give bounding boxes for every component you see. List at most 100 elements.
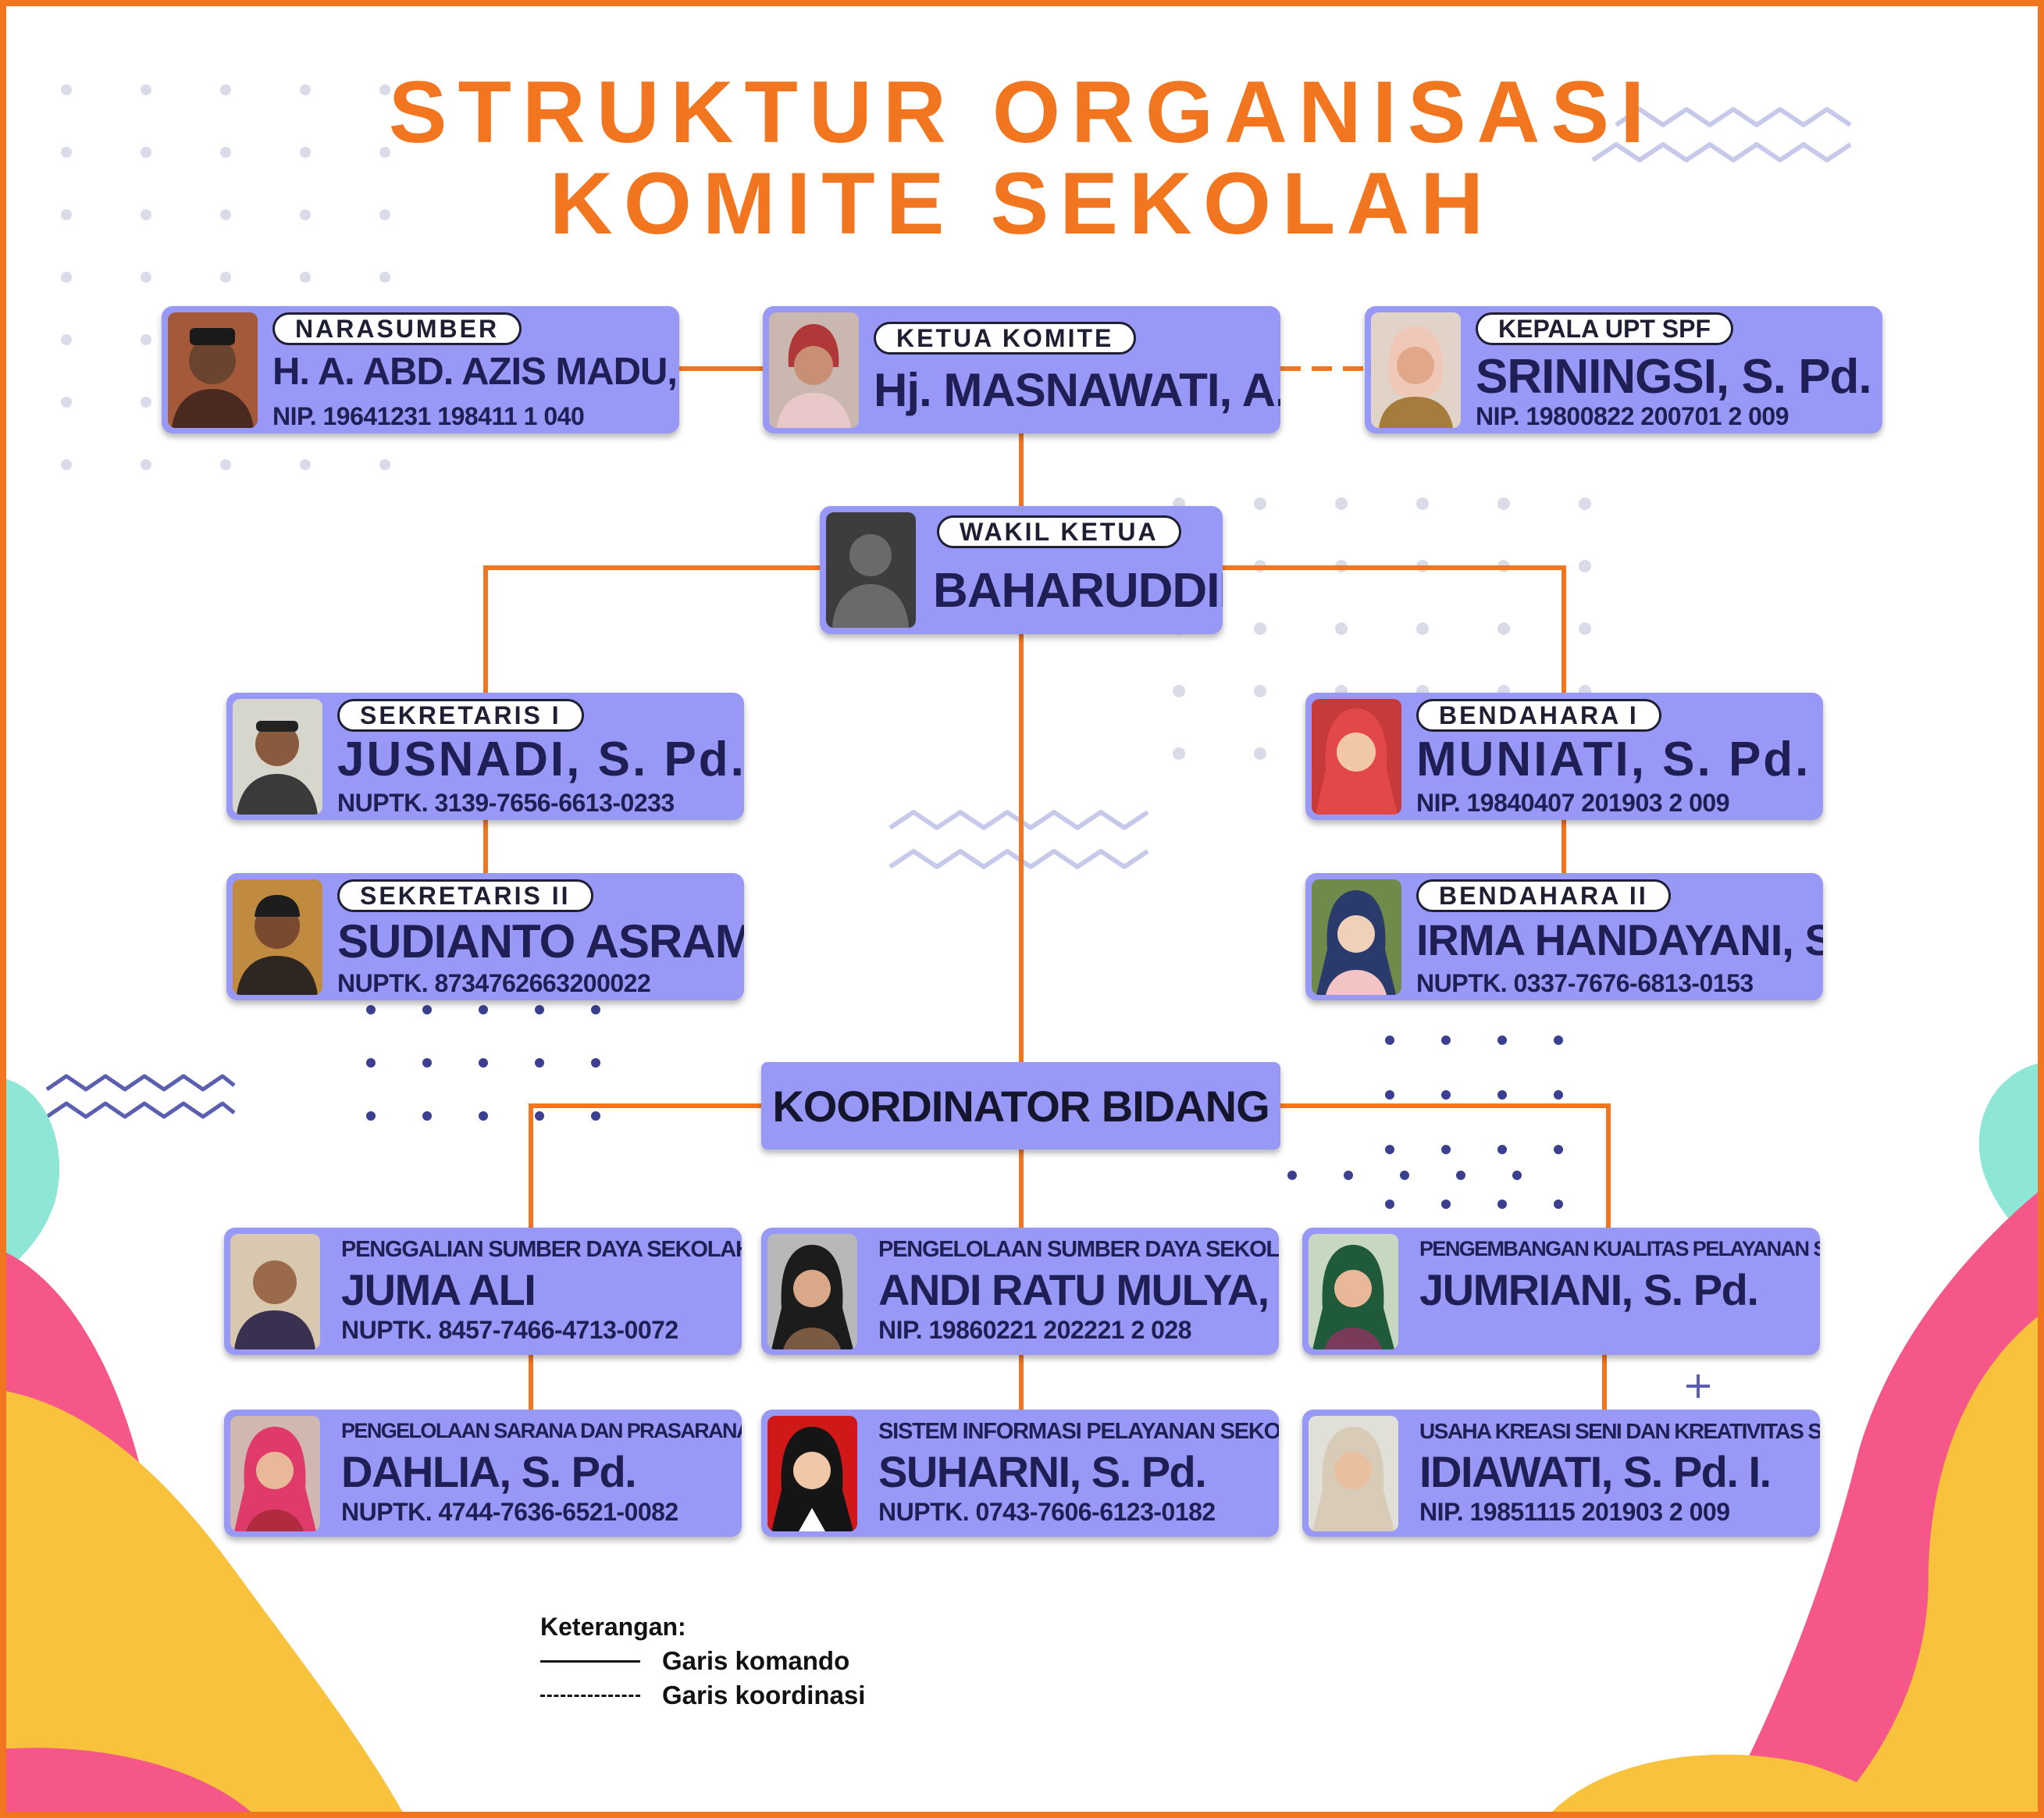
decor-dot: [366, 1005, 376, 1014]
decor-dot: [1441, 1145, 1451, 1154]
member-id: NUPTK. 3139-7656-6613-0233: [337, 789, 675, 817]
decor-dot: [141, 209, 151, 220]
decor-dot: [1385, 1036, 1394, 1045]
decor-dot: [379, 209, 390, 220]
decor-dot: [1497, 622, 1510, 635]
decor-dot: [141, 334, 151, 345]
page-title-line-2: KOMITE SEKOLAH: [549, 155, 1495, 252]
decor-dot: [220, 459, 231, 470]
decor-dot: [1497, 1036, 1507, 1045]
decor-dot: [379, 84, 390, 95]
legend-dashed-label: Garis koordinasi: [662, 1681, 866, 1709]
bidang-label: PENGGALIAN SUMBER DAYA SEKOLAH: [341, 1237, 742, 1262]
member-name: ANDI RATU MULYA, S. Pd.: [878, 1265, 1279, 1314]
decor-dot: [1385, 1200, 1394, 1209]
member-name: JUMRIANI, S. Pd.: [1419, 1265, 1759, 1314]
decor-dot: [220, 209, 231, 220]
decor-dot: [366, 1111, 376, 1121]
member-name: BAHARUDDIN: [933, 564, 1223, 618]
decor-dot: [535, 1058, 544, 1068]
member-name: IRMA HANDAYANI, S. Pd.: [1416, 915, 1823, 964]
sekretaris-2-card: SEKRETARIS II SUDIANTO ASRAM NUPTK. 8734…: [226, 873, 744, 1000]
role-badge: KETUA KOMITE: [874, 322, 1137, 355]
legend-solid-label: Garis komando: [662, 1646, 850, 1675]
decor-dot: [1416, 497, 1429, 510]
decor-dot: [422, 1111, 432, 1121]
bidang-card: PENGELOLAAN SUMBER DAYA SEKOLAH ANDI RAT…: [761, 1228, 1279, 1355]
decor-dot: [1554, 1200, 1563, 1209]
decor-dot: [1554, 1036, 1563, 1045]
decor-dot: [141, 397, 151, 408]
member-name: SRININGSI, S. Pd.: [1476, 350, 1872, 404]
role-badge: BENDAHARA I: [1416, 699, 1661, 732]
decor-dot: [1554, 1090, 1563, 1100]
koordinator-label: KOORDINATOR BIDANG: [772, 1081, 1269, 1131]
decor-dot: [1579, 497, 1591, 510]
member-name: SUDIANTO ASRAM: [337, 915, 744, 968]
role-badge: SEKRETARIS I: [337, 699, 584, 732]
role-badge: SEKRETARIS II: [337, 879, 593, 912]
decor-dot: [1416, 622, 1429, 635]
woman-hijab-photo: [767, 1234, 857, 1349]
decor-dot: [479, 1005, 488, 1014]
member-id: NIP. 19641231 198411 1 040: [272, 402, 585, 430]
decor-dot: [1385, 1145, 1394, 1154]
decor-dot: [220, 272, 231, 283]
member-name: IDIAWATI, S. Pd. I.: [1419, 1447, 1772, 1496]
legend: Keterangan: Garis komando Garis koordina…: [540, 1613, 865, 1710]
member-name: JUMA ALI: [341, 1265, 536, 1314]
legend-title: Keterangan:: [540, 1613, 686, 1641]
decor-dot: [1497, 1090, 1507, 1100]
member-name: MUNIATI, S. Pd.: [1416, 733, 1811, 786]
decor-dot: [1456, 1171, 1465, 1180]
decor-dot: [379, 272, 390, 283]
decor-dot: [141, 459, 151, 470]
decor-dot: [300, 209, 311, 220]
member-id: NUPTK. 8734762663200022: [337, 969, 651, 997]
bendahara-1-card: BENDAHARA I MUNIATI, S. Pd. NIP. 1984040…: [1305, 693, 1823, 820]
decor-dot: [591, 1005, 600, 1014]
role-badge: NARASUMBER: [272, 312, 522, 345]
koordinator-bidang-box: KOORDINATOR BIDANG: [761, 1062, 1280, 1150]
member-name: Hj. MASNAWATI, A. Ma: [874, 364, 1280, 416]
decor-dot: [61, 209, 72, 220]
decor-dot: [1579, 622, 1591, 635]
man-photo: [233, 699, 322, 815]
woman-hijab-photo: [767, 1416, 857, 1531]
person-silhouette-icon: [826, 512, 916, 628]
bidang-label: SISTEM INFORMASI PELAYANAN SEKOLAH: [878, 1419, 1279, 1444]
ketua-komite-card: KETUA KOMITE Hj. MASNAWATI, A. Ma: [763, 306, 1280, 433]
decor-dot: [1512, 1171, 1522, 1180]
kepala-upt-card: KEPALA UPT SPF SRININGSI, S. Pd. NIP. 19…: [1365, 306, 1882, 433]
decor-dot: [1497, 1200, 1507, 1209]
decor-dot: [1579, 560, 1591, 572]
decor-dot: [479, 1058, 488, 1068]
decor-dot: [1554, 1145, 1563, 1154]
decor-dot: [1254, 685, 1266, 697]
decor-dot: [535, 1111, 544, 1121]
member-id: NIP. 19840407 201903 2 009: [1416, 789, 1730, 817]
bidang-card: SISTEM INFORMASI PELAYANAN SEKOLAH SUHAR…: [761, 1410, 1279, 1537]
role-badge: KEPALA UPT SPF: [1476, 312, 1734, 345]
role-badge: BENDAHARA II: [1416, 879, 1671, 912]
decor-dot: [1335, 622, 1348, 635]
dashed-line-sample: [540, 1694, 640, 1697]
sekretaris-1-card: SEKRETARIS I JUSNADI, S. Pd. NUPTK. 3139…: [226, 693, 744, 820]
decor-dot: [61, 459, 72, 470]
decor-dot: [591, 1058, 600, 1068]
woman-hijab-photo: [230, 1416, 320, 1531]
decor-dot: [61, 334, 72, 345]
member-id: NIP. 19800822 200701 2 009: [1476, 402, 1789, 430]
bidang-card: PENGELOLAAN SARANA DAN PRASARANA SEKOLAH…: [224, 1410, 742, 1537]
woman-photo: [769, 312, 859, 428]
bendahara-2-card: BENDAHARA II IRMA HANDAYANI, S. Pd. NUPT…: [1305, 873, 1823, 1000]
decor-dot: [1173, 685, 1185, 697]
bidang-label: PENGELOLAAN SUMBER DAYA SEKOLAH: [878, 1237, 1279, 1262]
member-id: NUPTK. 8457-7466-4713-0072: [341, 1316, 678, 1344]
decor-dot: [1497, 497, 1510, 510]
decor-dot: [300, 147, 311, 158]
member-name: H. A. ABD. AZIS MADU, S. Ag., MM: [272, 351, 679, 393]
decor-dot: [1385, 1090, 1394, 1100]
